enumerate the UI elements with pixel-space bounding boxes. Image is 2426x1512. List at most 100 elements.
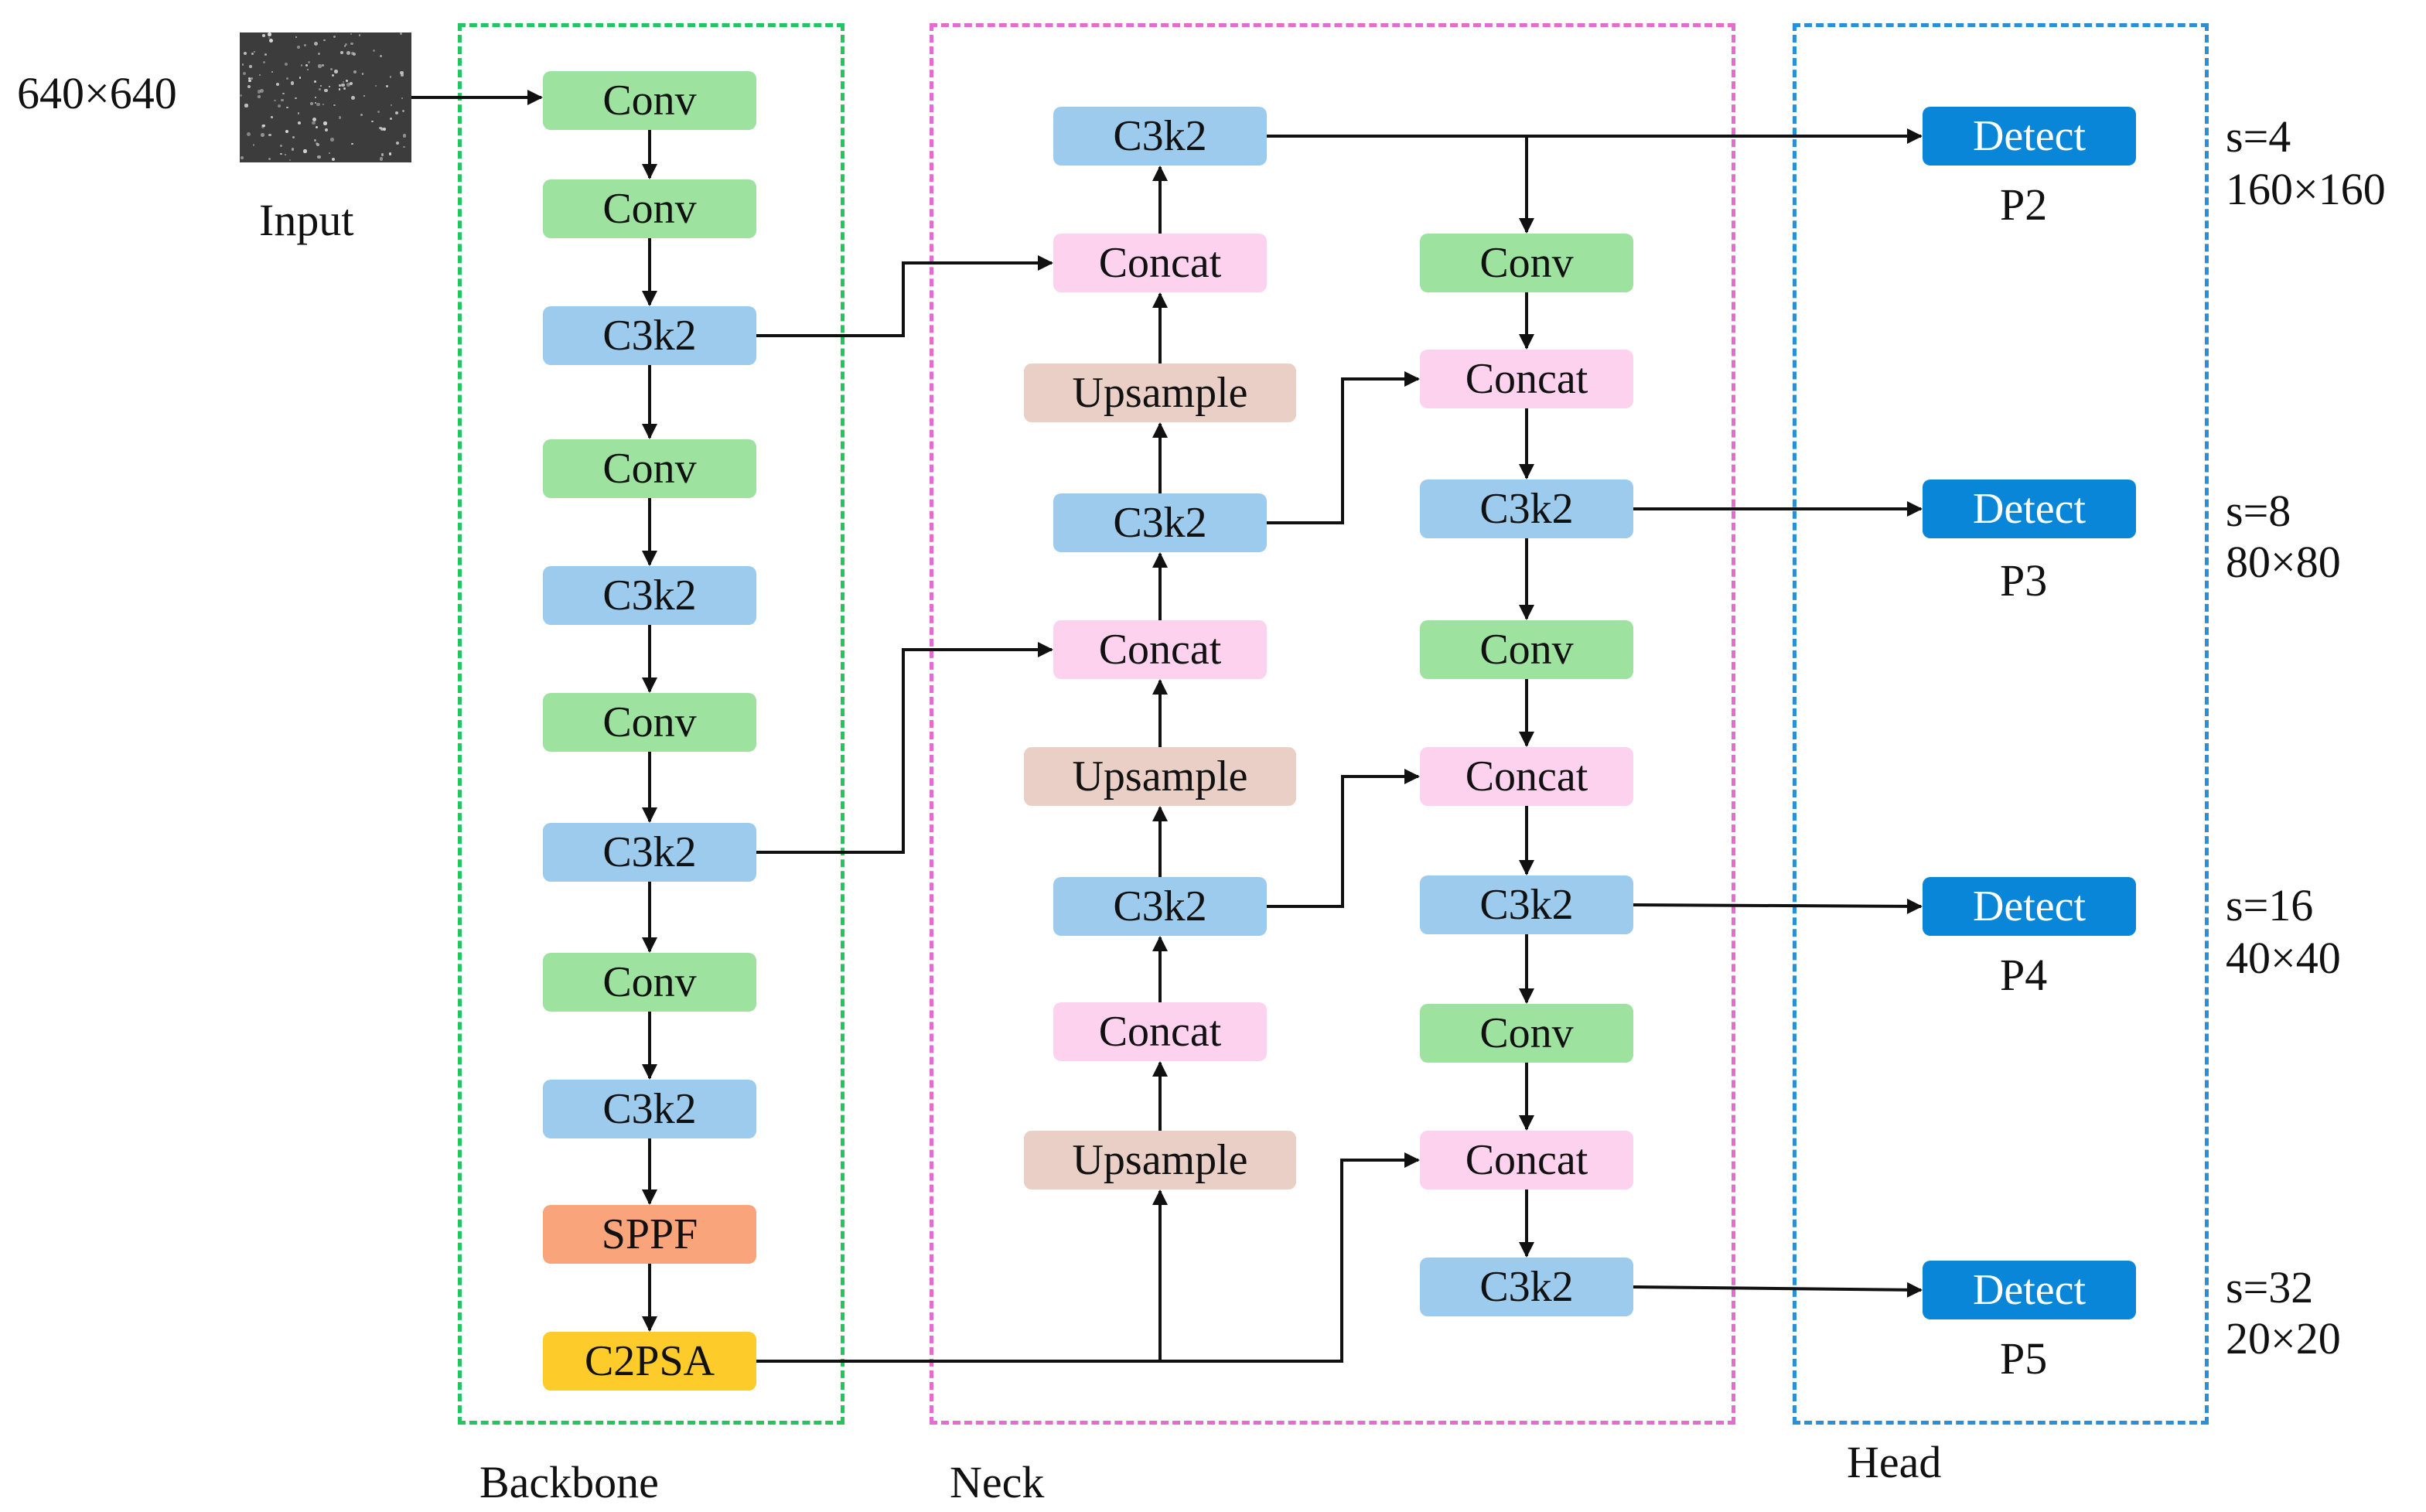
neck-c3k2-up-2: C3k2 <box>1053 877 1267 936</box>
input-speckle <box>330 67 333 70</box>
size-label-p4: 40×40 <box>2226 933 2341 983</box>
input-speckle <box>401 109 404 112</box>
input-speckle <box>258 95 261 98</box>
input-speckle <box>346 79 349 82</box>
input-speckle <box>298 112 300 114</box>
input-speckle <box>401 97 404 100</box>
size-label-p3: 80×80 <box>2226 537 2341 587</box>
input-speckle <box>340 50 343 54</box>
input-speckle <box>240 156 244 160</box>
neck-c3k2-p5: C3k2 <box>1420 1258 1633 1316</box>
input-speckle <box>324 88 329 93</box>
neck-c3k2-p4: C3k2 <box>1420 875 1633 934</box>
input-speckle <box>338 88 340 90</box>
input-speckle <box>244 52 247 56</box>
input-speckle <box>289 159 292 161</box>
input-speckle <box>295 97 297 99</box>
level-label-p2: P2 <box>2000 179 2048 230</box>
neck-group <box>930 23 1735 1425</box>
input-speckle <box>252 144 255 146</box>
input-speckle <box>314 102 316 104</box>
input-speckle <box>371 120 374 123</box>
backbone-conv-5: Conv <box>543 953 756 1012</box>
input-speckle <box>313 42 318 46</box>
input-speckle <box>299 77 301 79</box>
input-speckle <box>278 104 281 108</box>
input-speckle <box>316 126 319 129</box>
edge-up-c3k2-to-concat-down-1 <box>1267 371 1420 524</box>
input-speckle <box>389 152 392 155</box>
input-speckle <box>262 34 266 38</box>
input-speckle <box>248 77 251 80</box>
input-speckle <box>262 124 265 128</box>
input-speckle <box>269 39 274 43</box>
input-speckle <box>316 102 321 107</box>
neck-concat-down-1: Concat <box>1420 350 1633 408</box>
input-speckle <box>331 158 335 162</box>
input-image <box>240 32 411 162</box>
input-speckle <box>382 128 386 131</box>
neck-c3k2-p2: C3k2 <box>1053 107 1267 166</box>
input-speckle <box>312 117 317 121</box>
input-speckle <box>284 62 288 67</box>
input-speckle <box>251 53 254 55</box>
neck-c3k2-p3: C3k2 <box>1420 480 1633 538</box>
backbone-conv-1: Conv <box>543 71 756 130</box>
input-speckle <box>268 157 271 160</box>
input-speckle <box>280 98 284 102</box>
input-speckle <box>295 36 298 38</box>
backbone-c3k2-4: C3k2 <box>543 1080 756 1138</box>
backbone-c3k2-2: C3k2 <box>543 566 756 625</box>
size-label-p2: 160×160 <box>2226 164 2386 214</box>
input-speckle <box>275 82 279 86</box>
input-speckle <box>280 144 283 148</box>
input-speckle <box>285 153 287 155</box>
input-speckle <box>268 32 271 36</box>
edge-c2psa-to-concat-down <box>1160 1152 1420 1363</box>
input-speckle <box>350 42 353 46</box>
input-speckle <box>381 153 384 156</box>
input-speckle <box>253 50 256 53</box>
neck-upsample-3: Upsample <box>1024 1131 1296 1189</box>
edge-skip-backbone-to-concat-1 <box>756 255 1053 337</box>
input-size-label: 640×640 <box>17 68 177 118</box>
stride-label-p5: s=32 <box>2226 1262 2314 1312</box>
neck-conv-down-2: Conv <box>1420 620 1633 679</box>
input-speckle <box>332 74 334 77</box>
input-speckle <box>351 95 356 100</box>
input-speckle <box>300 64 303 67</box>
input-speckle <box>338 116 342 119</box>
input-speckle <box>271 70 273 73</box>
neck-conv-down-1: Conv <box>1420 234 1633 292</box>
neck-upsample-2: Upsample <box>1024 747 1296 806</box>
backbone-conv-3: Conv <box>543 439 756 498</box>
input-speckle <box>244 104 248 108</box>
input-speckle <box>321 64 324 67</box>
input-speckle <box>308 60 311 63</box>
input-speckle <box>350 82 353 86</box>
input-speckle <box>247 84 251 88</box>
neck-concat-3: Concat <box>1053 1002 1267 1061</box>
input-speckle <box>325 128 328 132</box>
input-speckle <box>344 45 346 47</box>
neck-concat-down-3: Concat <box>1420 1131 1633 1189</box>
backbone-c3k2-1: C3k2 <box>543 306 756 365</box>
input-speckle <box>329 152 331 154</box>
input-speckle <box>389 76 392 79</box>
neck-conv-down-3: Conv <box>1420 1004 1633 1063</box>
input-speckle <box>394 111 398 114</box>
input-speckle <box>343 87 346 90</box>
input-speckle <box>241 63 244 66</box>
input-speckle <box>330 138 334 142</box>
input-speckle <box>333 35 336 38</box>
size-label-p5: 20×20 <box>2226 1313 2341 1364</box>
input-caption: Input <box>259 195 354 245</box>
input-speckle <box>401 73 404 77</box>
input-speckle <box>379 55 383 58</box>
input-speckle <box>377 110 380 114</box>
input-speckle <box>313 80 317 84</box>
input-speckle <box>379 126 382 130</box>
input-speckle <box>363 94 366 97</box>
input-speckle <box>240 94 243 97</box>
